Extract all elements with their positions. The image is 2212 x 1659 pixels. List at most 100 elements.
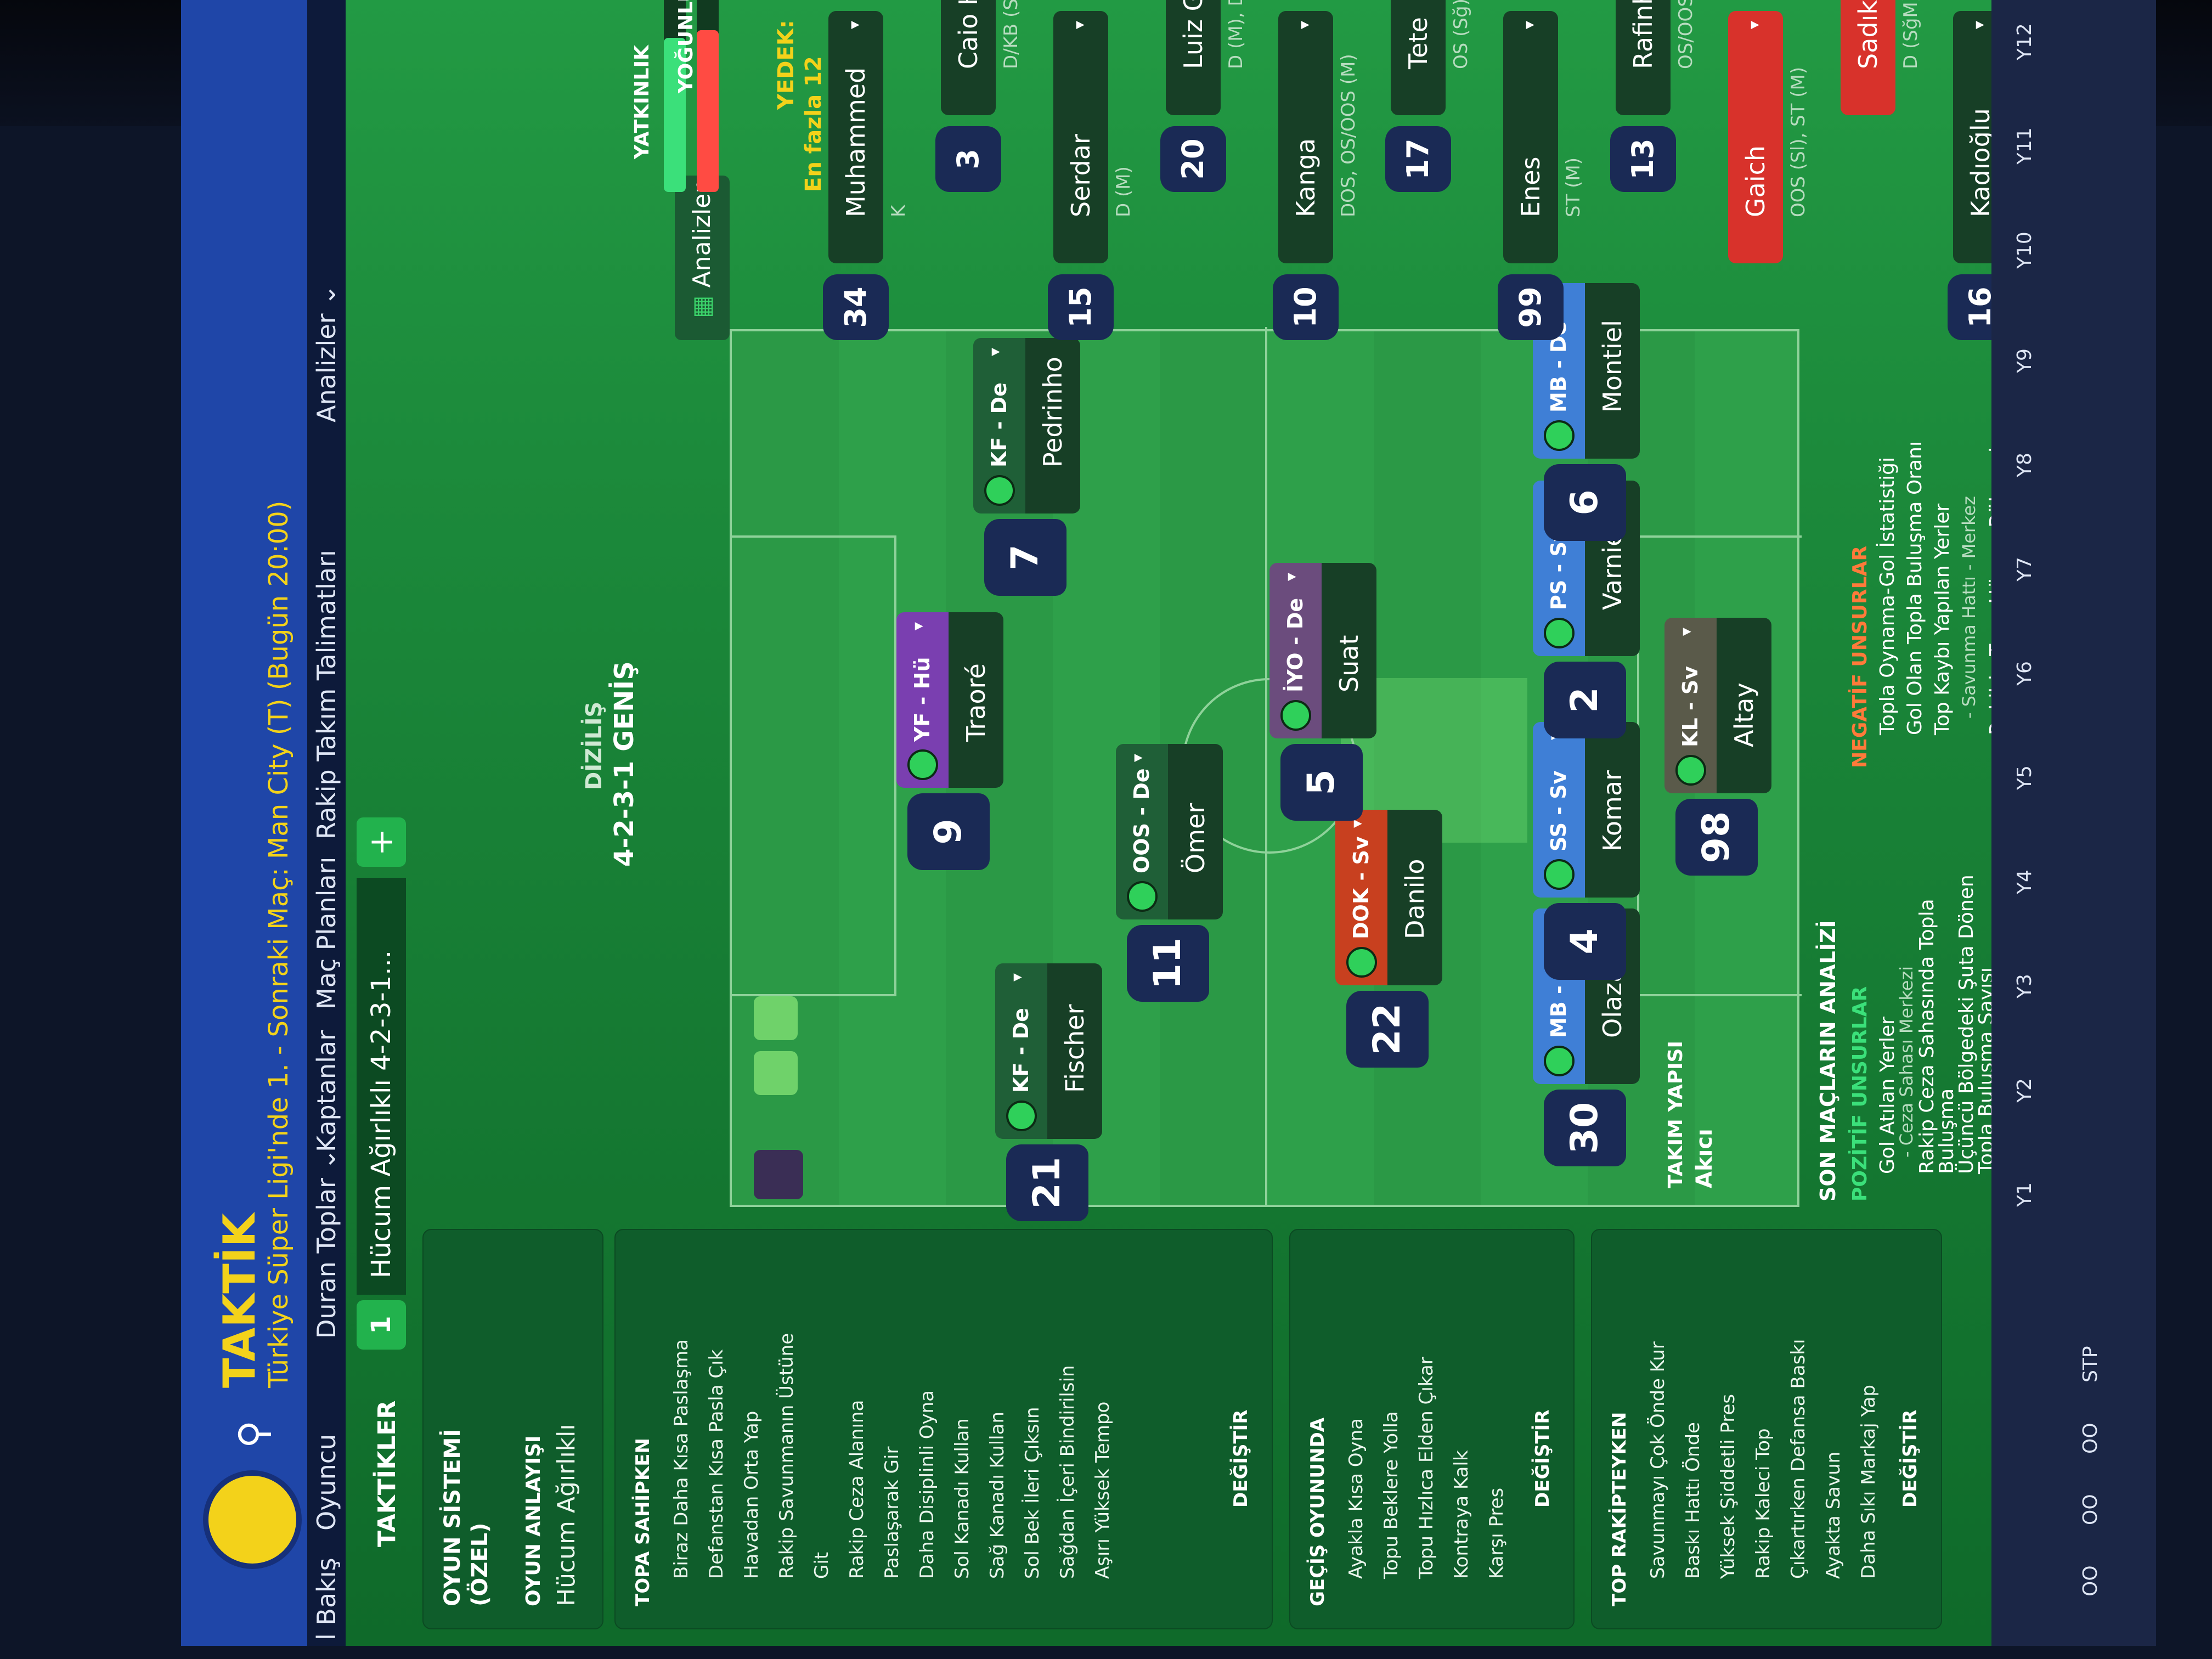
nav-bar: l Bakış Oyuncu Duran Toplar ⌄ Kaptanlar …: [307, 0, 346, 1646]
sub-player[interactable]: Luiz GustavoD (M), DOS, OS (M)20▾: [1160, 0, 1247, 192]
player-name[interactable]: Ömer: [1168, 744, 1223, 919]
positive-item: - Ceza Sahası Merkezi: [1896, 966, 1917, 1158]
instruction-item: Topu Hızlıca Elden Çıkar: [1415, 1357, 1437, 1579]
sub-shirt: 3: [935, 126, 1001, 192]
chevron-down-icon[interactable]: ▾: [1677, 628, 1696, 636]
chevron-down-icon[interactable]: ▾: [1347, 820, 1367, 828]
instruction-item: Paslaşarak Gir: [881, 1446, 903, 1579]
sub-shirt: 15: [1048, 274, 1114, 340]
slot-label: Y1: [2013, 1182, 2036, 1207]
tab-set-pieces[interactable]: Duran Toplar ⌄: [312, 1148, 341, 1339]
slot-label: Y8: [2013, 453, 2036, 477]
chevron-down-icon[interactable]: ▾: [1070, 21, 1089, 30]
player-name[interactable]: Pedrinho: [1025, 338, 1080, 514]
player-name[interactable]: Suat: [1322, 563, 1376, 738]
instruction-item: Biraz Daha Kısa Paslaşma: [670, 1339, 692, 1579]
swap-icon[interactable]: [754, 996, 798, 1040]
player-shirt: 9: [907, 793, 990, 870]
mentality-label: OYUN ANLAYIŞI: [522, 1435, 545, 1606]
analysis-title[interactable]: SON MAÇLARIN ANALİZİ: [1816, 920, 1840, 1201]
column-label: STP: [2079, 1346, 2102, 1383]
instruction-item: Rakip Kaleci Top: [1752, 1428, 1774, 1579]
player-shirt: 21: [1006, 1144, 1088, 1221]
tab-opposition-instructions[interactable]: Rakip Takım Talimatları: [312, 550, 341, 839]
sub-name: Enes: [1516, 156, 1545, 218]
tab-captains[interactable]: Kaptanlar: [312, 1030, 341, 1152]
chevron-down-icon[interactable]: ▾: [1745, 21, 1764, 30]
sub-shirt: 99: [1498, 274, 1564, 340]
sub-name: Tete: [1403, 17, 1433, 69]
team-shape-label: TAKIM YAPISI: [1664, 1041, 1687, 1188]
analysis-button[interactable]: ▦ Analizler: [675, 176, 730, 340]
chevron-down-icon[interactable]: ▾: [1520, 21, 1539, 30]
instruction-item: Rakip Savunmanın Üstüne: [776, 1333, 798, 1579]
search-icon[interactable]: ⚲: [230, 1420, 275, 1448]
player-shirt: 5: [1280, 744, 1363, 821]
team-shape-value[interactable]: Akıcı: [1692, 1128, 1717, 1188]
negative-item: Gol Olan Topla Buluşma Oranı: [1904, 441, 1926, 735]
in-possession-change-button[interactable]: DEĞİŞTİR: [1230, 1409, 1252, 1508]
out-of-possession-change-button[interactable]: DEĞİŞTİR: [1899, 1409, 1921, 1508]
player-name[interactable]: Komar: [1585, 722, 1640, 898]
player-shirt: 11: [1127, 925, 1209, 1002]
tab-overview[interactable]: l Bakış: [312, 1558, 341, 1640]
player-name[interactable]: Altay: [1717, 618, 1771, 793]
sub-position: D (M): [1113, 166, 1135, 217]
sub-name: Rafinha: [1628, 0, 1658, 69]
player-name[interactable]: Montiel: [1585, 283, 1640, 459]
instruction-item: Çıkartırken Defansa Baskı: [1787, 1339, 1809, 1579]
chevron-down-icon[interactable]: ▾: [909, 622, 928, 631]
sub-position: OS (Sğ), OOS (SğSl): [1450, 0, 1472, 69]
instruction-item: Ayakta Savun: [1822, 1451, 1844, 1579]
chevron-down-icon[interactable]: ▾: [1282, 573, 1301, 582]
transition-change-button[interactable]: DEĞİŞTİR: [1532, 1409, 1554, 1508]
system-label: OYUN SİSTEMİ: [440, 1429, 465, 1606]
player-shirt: 98: [1675, 799, 1758, 876]
sub-player[interactable]: Caio HenriqueD/KB (Sl), DOS, OS (...3▾: [935, 0, 1022, 192]
chevron-down-icon[interactable]: ▾: [1128, 754, 1147, 763]
mentality-dropdown[interactable]: Hücum Ağırlıklı: [552, 1424, 580, 1606]
condition-indicator: [1346, 947, 1377, 978]
system-value[interactable]: (ÖZEL): [467, 1522, 493, 1606]
in-possession-title: TOPA SAHİPKEN: [632, 1438, 654, 1606]
sub-player[interactable]: TeteOS (Sğ), OOS (SğSl)17▾: [1385, 0, 1472, 192]
add-tactic-button[interactable]: +: [357, 817, 406, 867]
tab-player[interactable]: Oyuncu: [312, 1434, 341, 1531]
slot-label: Y4: [2013, 870, 2036, 894]
chevron-down-icon[interactable]: ▾: [1295, 21, 1314, 30]
tactic-slot-1[interactable]: 1: [357, 1300, 406, 1350]
slot-label: Y9: [2013, 348, 2036, 373]
tab-analysis[interactable]: Analizler ⌄: [312, 284, 341, 422]
instruction-item: Ayakla Kısa Oyna: [1345, 1418, 1367, 1579]
player-name[interactable]: Danilo: [1387, 810, 1442, 985]
tab-match-plans[interactable]: Maç Planları: [312, 856, 341, 1009]
chevron-down-icon[interactable]: ▾: [845, 21, 864, 30]
positive-item: Gol Atılan Yerler: [1876, 1017, 1899, 1174]
sub-position: ST (M): [1562, 157, 1584, 217]
tactic-name-dropdown[interactable]: Hücum Ağırlıklı 4-2-3-1...: [357, 878, 406, 1295]
chevron-down-icon[interactable]: ▾: [985, 348, 1005, 357]
sub-player[interactable]: Enes ST (M) 99 ▾: [1498, 11, 1584, 340]
bar-chart-icon[interactable]: [754, 1051, 798, 1095]
instruction-item: Topu Beklere Yolla: [1380, 1411, 1402, 1579]
negative-title: NEGATİF UNSURLAR: [1849, 545, 1871, 768]
chevron-down-icon[interactable]: ▾: [1007, 973, 1026, 982]
slot-label: Y6: [2013, 661, 2036, 686]
view-toggle-icon[interactable]: [754, 1150, 803, 1199]
player-name[interactable]: Traoré: [949, 612, 1003, 788]
formation-dropdown[interactable]: 4-2-3-1 GENİŞ: [609, 661, 640, 867]
player-name[interactable]: Fischer: [1047, 963, 1102, 1139]
